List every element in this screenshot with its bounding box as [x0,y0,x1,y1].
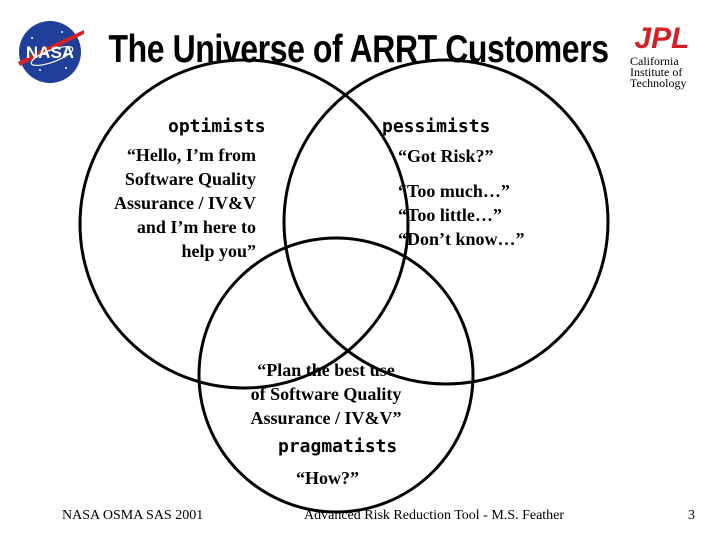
quote-line: help you” [181,241,256,261]
jpl-caption-line: Institute of [630,65,683,79]
pragmatists-circle [197,236,475,514]
jpl-logo-text: JPL [634,22,689,52]
pragmatists-quote: “How?” [296,468,359,488]
page-title: The Universe of ARRT Customers [108,28,609,71]
jpl-logo: JPL California Institute of Technology [626,22,698,92]
optimists-label: optimists [168,116,266,137]
jpl-caption-line: Technology [630,76,687,90]
nasa-logo: NASA [14,18,86,86]
optimists-quote: “Hello, I’m from Software Quality Assura… [114,143,256,263]
quote-line: of Software Quality [250,384,402,404]
footer-left: NASA OSMA SAS 2001 [62,508,204,523]
nasa-meatball-icon: NASA [18,21,84,83]
page-number: 3 [688,508,695,523]
jpl-caption: California Institute of Technology [630,54,687,90]
jpl-caption-line: California [630,54,679,68]
quote-line: “Plan the best use [257,360,395,380]
pessimists-circle [282,58,610,386]
quote-line: Assurance / IV&V [114,193,256,213]
footer-center: Advanced Risk Reduction Tool - M.S. Feat… [304,508,565,523]
pessimists-quote-list: “Too much…” “Too little…” “Don’t know…” [398,179,525,251]
quote-line: “Hello, I’m from [126,145,256,165]
pessimists-label: pessimists [382,116,491,137]
pessimists-quote: “Got Risk?” [398,146,494,166]
center-quote: “Plan the best use of Software Quality A… [226,358,426,430]
pragmatists-label: pragmatists [278,436,398,457]
quote-line: “Too much…” [398,181,510,201]
quote-line: “Don’t know…” [398,229,525,249]
quote-line: Software Quality [124,169,256,189]
quote-line: “Too little…” [398,205,502,225]
jpl-logo-icon: JPL [634,22,689,55]
nasa-logo-text: NASA [26,43,74,62]
quote-line: and I’m here to [136,217,256,237]
optimists-circle [78,58,410,390]
quote-line: Assurance / IV&V” [250,408,402,428]
